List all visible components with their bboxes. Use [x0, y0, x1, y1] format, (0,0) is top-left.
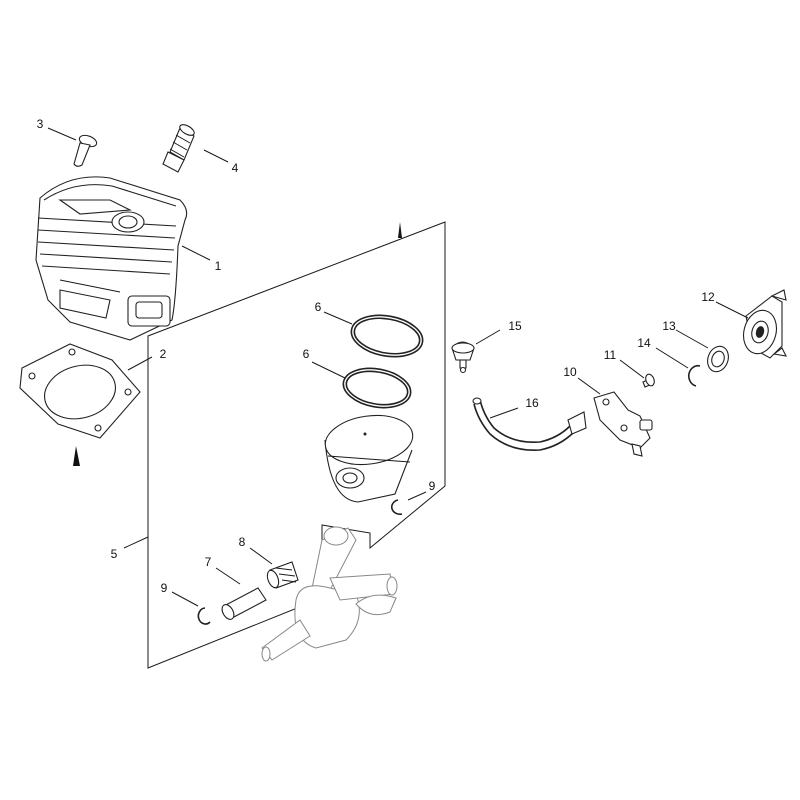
- callout-7: 7: [204, 555, 212, 569]
- part-12-drive[interactable]: [739, 289, 787, 359]
- part-6-ring-b[interactable]: [340, 363, 414, 412]
- callout-2: 2: [159, 347, 167, 361]
- callout-8: 8: [238, 535, 246, 549]
- part-9-circlip-a[interactable]: [390, 499, 403, 516]
- part-9-circlip-b[interactable]: [197, 607, 211, 625]
- part-8-needle-bearing[interactable]: [265, 561, 299, 589]
- part-6-ring-a[interactable]: [348, 310, 426, 362]
- assembly-frame: [147, 221, 446, 669]
- callout-14: 14: [637, 336, 651, 350]
- callout-6a: 6: [314, 300, 322, 314]
- leader-lines: [47, 127, 749, 607]
- part-4-spark-plug[interactable]: [162, 123, 196, 173]
- callout-16: 16: [525, 396, 539, 410]
- part-11-screw[interactable]: [642, 373, 656, 388]
- callout-9b: 9: [160, 581, 168, 595]
- part-2-gasket[interactable]: [19, 343, 141, 439]
- part-7-piston-pin[interactable]: [220, 587, 267, 621]
- callout-11: 11: [603, 348, 617, 362]
- callout-13: 13: [662, 319, 676, 333]
- callout-12: 12: [701, 290, 715, 304]
- part-1-cylinder[interactable]: [35, 176, 188, 341]
- frame-arrow-left: [73, 446, 80, 466]
- piston[interactable]: [322, 410, 416, 503]
- part-13-washer[interactable]: [704, 343, 732, 374]
- callout-1: 1: [214, 259, 222, 273]
- callout-15: 15: [508, 319, 522, 333]
- callout-6b: 6: [302, 347, 310, 361]
- part-16-oil-hose[interactable]: [472, 397, 587, 451]
- part-15-fitting[interactable]: [451, 341, 475, 374]
- part-10-oil-pump[interactable]: [593, 391, 653, 457]
- callout-3: 3: [36, 117, 44, 131]
- callout-10: 10: [563, 365, 577, 379]
- part-3-bolt[interactable]: [73, 133, 98, 167]
- part-14-circlip[interactable]: [688, 364, 701, 387]
- callout-5: 5: [110, 547, 118, 561]
- crankshaft: [261, 526, 398, 662]
- callout-4: 4: [231, 161, 239, 175]
- callout-9a: 9: [428, 479, 436, 493]
